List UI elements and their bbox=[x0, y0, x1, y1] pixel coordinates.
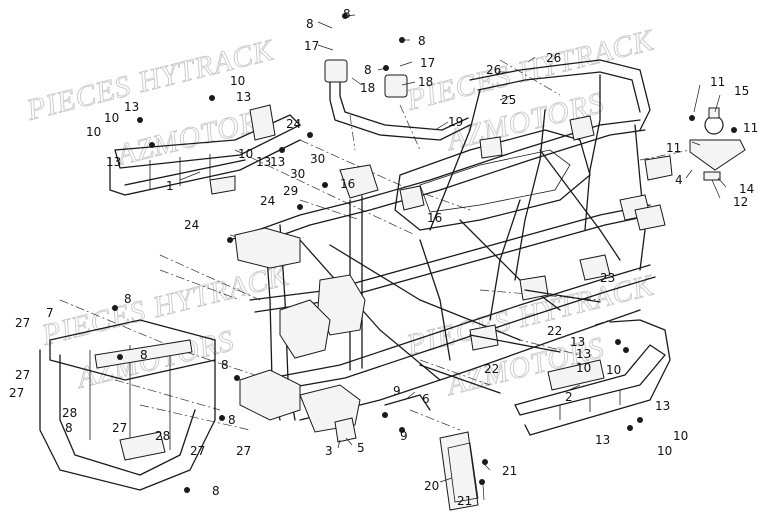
callout-label: 13 bbox=[256, 155, 271, 169]
callout-label: 10 bbox=[86, 125, 101, 139]
callout-label: 26 bbox=[486, 63, 501, 77]
callout-label: 21 bbox=[457, 494, 472, 508]
callout-label: 10 bbox=[673, 429, 688, 443]
callout-label: 13 bbox=[595, 433, 610, 447]
callout-label: 11 bbox=[710, 75, 725, 89]
callout-label: 10 bbox=[238, 147, 253, 161]
callout-label: 11 bbox=[743, 121, 758, 135]
callout-label: 13 bbox=[106, 155, 121, 169]
callout-label: 8 bbox=[140, 348, 148, 362]
callout-label: 7 bbox=[46, 306, 54, 320]
small-brackets bbox=[334, 394, 431, 443]
callout-label: 15 bbox=[734, 84, 749, 98]
callout-label: 24 bbox=[184, 218, 199, 232]
callout-label: 27 bbox=[15, 368, 30, 382]
callout-label: 13 bbox=[570, 335, 585, 349]
callout-label: 30 bbox=[290, 167, 305, 181]
callout-label: 2 bbox=[565, 390, 573, 404]
callout-label: 27 bbox=[15, 316, 30, 330]
callout-label: 1 bbox=[166, 179, 174, 193]
callout-label: 16 bbox=[340, 177, 355, 191]
callout-label: 16 bbox=[427, 211, 442, 225]
callout-label: 13 bbox=[576, 347, 591, 361]
callout-label: 18 bbox=[418, 75, 433, 89]
callout-label: 9 bbox=[400, 429, 408, 443]
callout-label: 10 bbox=[606, 363, 621, 377]
callout-label: 30 bbox=[310, 152, 325, 166]
front-bumper bbox=[39, 319, 216, 491]
callout-label: 21 bbox=[502, 464, 517, 478]
callout-label: 27 bbox=[190, 444, 205, 458]
callout-label: 27 bbox=[236, 444, 251, 458]
callout-label: 8 bbox=[212, 484, 220, 498]
callout-label: 13 bbox=[236, 90, 251, 104]
callout-label: 14 bbox=[739, 182, 754, 196]
callout-label: 27 bbox=[9, 386, 24, 400]
main-frame bbox=[229, 59, 673, 433]
callout-label: 10 bbox=[230, 74, 245, 88]
callout-label: 6 bbox=[422, 392, 430, 406]
stabiliser-bar bbox=[324, 59, 471, 141]
callout-label: 22 bbox=[547, 324, 562, 338]
callout-label: 8 bbox=[306, 17, 314, 31]
callout-label: 24 bbox=[260, 194, 275, 208]
callout-label: 28 bbox=[155, 429, 170, 443]
callout-label: 3 bbox=[325, 444, 333, 458]
callout-label: 13 bbox=[270, 155, 285, 169]
callout-label: 13 bbox=[124, 100, 139, 114]
callout-label: 10 bbox=[576, 361, 591, 375]
leader-lines bbox=[179, 14, 735, 501]
callout-label: 8 bbox=[228, 413, 236, 427]
callout-label: 8 bbox=[364, 63, 372, 77]
callout-label: 4 bbox=[675, 173, 683, 187]
callout-label: 10 bbox=[104, 111, 119, 125]
callout-label: 22 bbox=[484, 362, 499, 376]
callout-label: 18 bbox=[360, 81, 375, 95]
callout-label: 12 bbox=[733, 195, 748, 209]
tow-hitch bbox=[689, 107, 746, 181]
callout-label: 29 bbox=[283, 184, 298, 198]
callout-label: 27 bbox=[112, 421, 127, 435]
callout-label: 17 bbox=[304, 39, 319, 53]
callout-label: 26 bbox=[546, 51, 561, 65]
callout-label: 24 bbox=[286, 117, 301, 131]
long-bolts bbox=[419, 289, 601, 394]
callout-label: 23 bbox=[600, 271, 615, 285]
front-rack-left bbox=[109, 104, 301, 196]
callout-label: 8 bbox=[221, 358, 229, 372]
callout-label: 19 bbox=[448, 115, 463, 129]
skid-plate bbox=[439, 431, 479, 511]
callout-label: 20 bbox=[424, 479, 439, 493]
callout-label: 9 bbox=[393, 384, 401, 398]
callout-label: 5 bbox=[357, 441, 365, 455]
callout-label: 11 bbox=[666, 141, 681, 155]
callout-labels: 8 8 17 8 18 8 17 18 26 26 25 19 10 13 13… bbox=[9, 7, 758, 508]
callout-label: 8 bbox=[418, 34, 426, 48]
callout-label: 25 bbox=[501, 93, 516, 107]
callout-label: 8 bbox=[65, 421, 73, 435]
callout-label: 28 bbox=[62, 406, 77, 420]
callout-label: 10 bbox=[657, 444, 672, 458]
callout-label: 8 bbox=[124, 292, 132, 306]
callout-label: 8 bbox=[343, 7, 351, 21]
callout-label: 13 bbox=[655, 399, 670, 413]
callout-label: 17 bbox=[420, 56, 435, 70]
rear-rack-right bbox=[514, 319, 671, 436]
